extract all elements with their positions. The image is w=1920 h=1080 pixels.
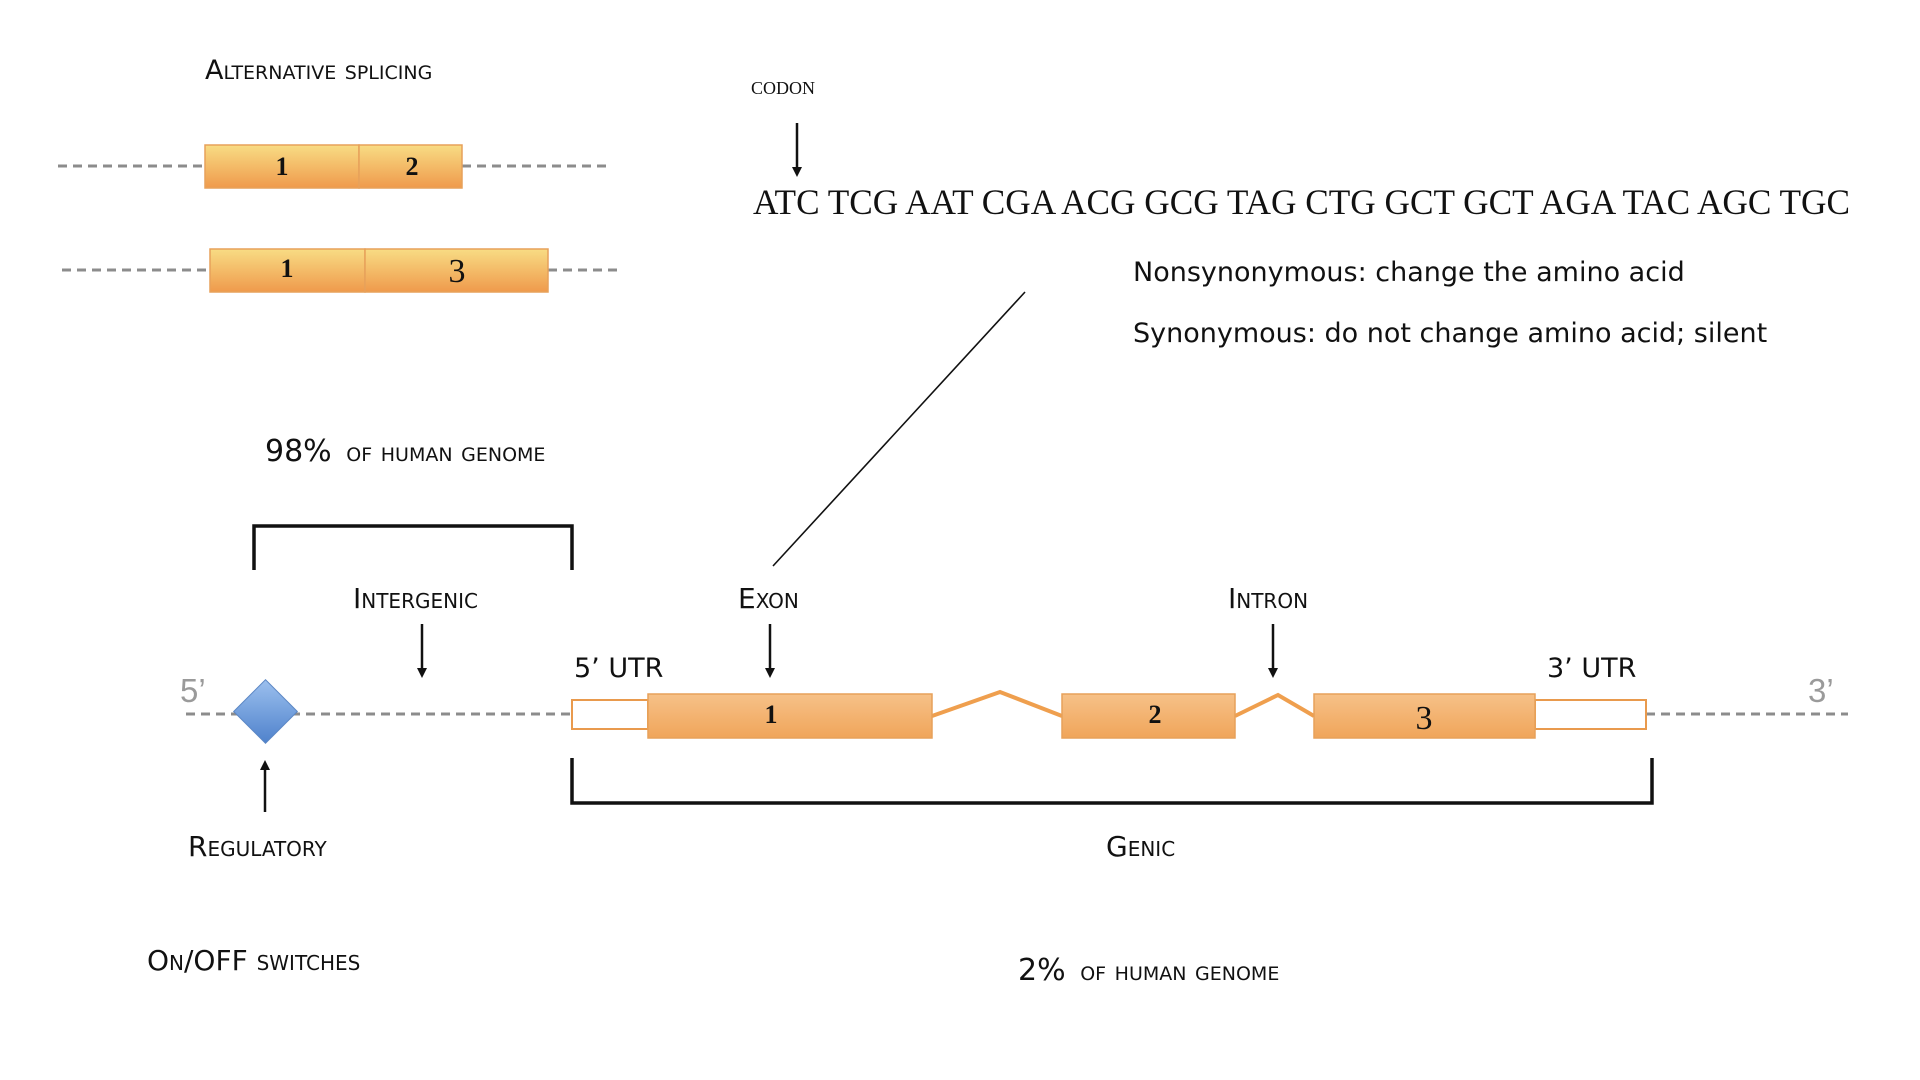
intron-2-line <box>1234 692 1316 718</box>
three-prime-utr-label: 3’ UTR <box>1547 653 1636 684</box>
regulatory-label: Regulatory <box>188 830 328 863</box>
alternative-splicing-title: Alternative splicing <box>205 55 432 86</box>
codon-label: codon <box>751 71 815 100</box>
transcript-a-exon-1-label: 1 <box>276 152 289 181</box>
three-prime-utr <box>1534 699 1647 730</box>
synonymous-definition: Synonymous: do not change amino acid; si… <box>1133 318 1767 349</box>
on-off-switches-label: On/OFF switches <box>147 944 360 977</box>
regulatory-element-diamond <box>232 678 299 745</box>
codon-panel: codon ATC TCG AAT CGA ACG GCG TAG CTG GC… <box>751 71 1850 222</box>
transcript-b-exon-3 <box>364 248 549 293</box>
gene-exon-2 <box>1061 693 1236 739</box>
gene-exon-1 <box>647 693 933 739</box>
codon-sequence: ATC TCG AAT CGA ACG GCG TAG CTG GCT GCT … <box>753 182 1850 222</box>
genic-percentage: 2% of human genome <box>1018 953 1279 988</box>
alternative-splicing-panel: Alternative splicing 1 2 1 3 <box>58 55 618 293</box>
gene-track: 5’ 3’ 5’ UTR 3’ UTR 1 2 3 <box>180 653 1848 745</box>
transcript-a-exon-2-label: 2 <box>406 152 419 181</box>
intron-1-line <box>931 689 1063 718</box>
transcript-b-exon-1-label: 1 <box>281 254 294 283</box>
intergenic-percentage-text: of human genome <box>346 437 545 468</box>
transcript-a: 1 2 <box>58 144 612 189</box>
intergenic-label: Intergenic <box>353 582 478 615</box>
intergenic-percentage-value: 98% <box>265 434 332 469</box>
intron-label: Intron <box>1228 582 1308 615</box>
gene-exon-2-label: 2 <box>1149 700 1162 729</box>
five-prime-utr-label: 5’ UTR <box>574 653 663 684</box>
transcript-a-exon-2 <box>358 144 463 189</box>
exon-label: Exon <box>738 582 799 615</box>
gene-exon-1-label: 1 <box>765 700 778 729</box>
genic-label: Genic <box>1106 830 1175 863</box>
three-prime-end-label: 3’ <box>1808 672 1834 709</box>
mutation-types: Nonsynonymous: change the amino acid Syn… <box>1133 257 1767 349</box>
nonsynonymous-definition: Nonsynonymous: change the amino acid <box>1133 257 1685 288</box>
intergenic-bracket <box>252 524 574 570</box>
exon-codon-connector <box>772 291 1026 567</box>
five-prime-end-label: 5’ <box>180 672 206 709</box>
genic-percentage-value: 2% <box>1018 953 1066 988</box>
genic-bracket <box>570 758 1654 805</box>
intergenic-percentage: 98% of human genome <box>265 434 545 469</box>
gene-exon-3 <box>1313 693 1536 739</box>
five-prime-utr <box>571 699 649 730</box>
transcript-b-exon-3-label: 3 <box>449 253 466 290</box>
transcript-b: 1 3 <box>62 248 618 293</box>
genic-percentage-text: of human genome <box>1080 956 1279 987</box>
gene-exon-3-label: 3 <box>1416 700 1433 737</box>
